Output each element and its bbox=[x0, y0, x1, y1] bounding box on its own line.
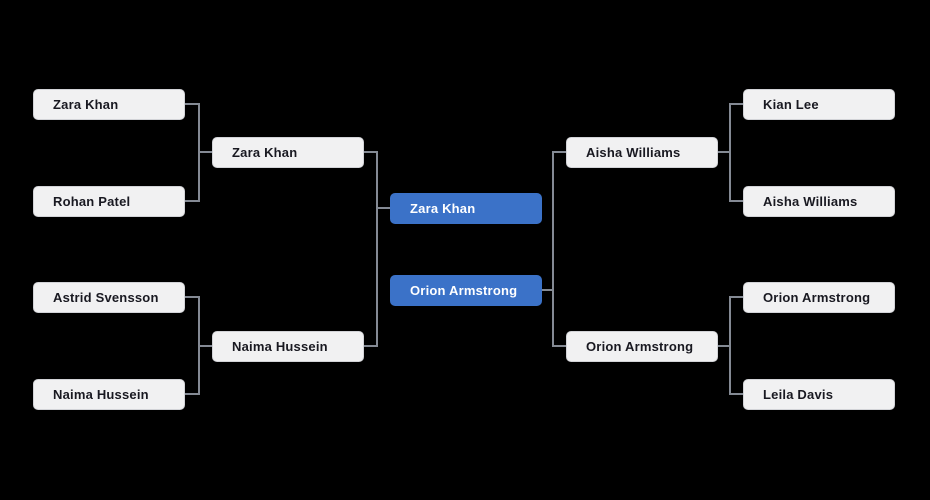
bracket-node-left-qf-4[interactable]: Naima Hussein bbox=[33, 379, 185, 410]
connector-line bbox=[552, 151, 554, 347]
connector-line bbox=[730, 296, 743, 298]
connector-line bbox=[185, 296, 200, 298]
connector-line bbox=[376, 151, 378, 347]
connector-line bbox=[730, 200, 743, 202]
bracket-node-left-sf-1[interactable]: Zara Khan bbox=[212, 137, 364, 168]
bracket-node-left-qf-2[interactable]: Rohan Patel bbox=[33, 186, 185, 217]
connector-line bbox=[730, 393, 743, 395]
bracket-node-right-sf-2[interactable]: Orion Armstrong bbox=[566, 331, 718, 362]
bracket-node-right-qf-2[interactable]: Aisha Williams bbox=[743, 186, 895, 217]
connector-line bbox=[553, 151, 566, 153]
bracket-node-right-qf-4[interactable]: Leila Davis bbox=[743, 379, 895, 410]
connector-line bbox=[185, 200, 200, 202]
connector-line bbox=[185, 103, 200, 105]
connector-line bbox=[185, 393, 200, 395]
connector-line bbox=[730, 103, 743, 105]
connector-line bbox=[364, 151, 378, 153]
connector-line bbox=[542, 289, 553, 291]
bracket-node-right-qf-1[interactable]: Kian Lee bbox=[743, 89, 895, 120]
connector-line bbox=[198, 151, 212, 153]
connector-line bbox=[553, 345, 566, 347]
bracket-node-left-qf-1[interactable]: Zara Khan bbox=[33, 89, 185, 120]
bracket-node-right-sf-1[interactable]: Aisha Williams bbox=[566, 137, 718, 168]
bracket-node-final-top[interactable]: Zara Khan bbox=[390, 193, 542, 224]
connector-line bbox=[198, 345, 212, 347]
connector-line bbox=[718, 345, 731, 347]
bracket-node-left-sf-2[interactable]: Naima Hussein bbox=[212, 331, 364, 362]
bracket-node-left-qf-3[interactable]: Astrid Svensson bbox=[33, 282, 185, 313]
connector-line bbox=[718, 151, 731, 153]
connector-line bbox=[376, 207, 390, 209]
connector-line bbox=[364, 345, 378, 347]
bracket-node-right-qf-3[interactable]: Orion Armstrong bbox=[743, 282, 895, 313]
bracket-node-final-bottom[interactable]: Orion Armstrong bbox=[390, 275, 542, 306]
